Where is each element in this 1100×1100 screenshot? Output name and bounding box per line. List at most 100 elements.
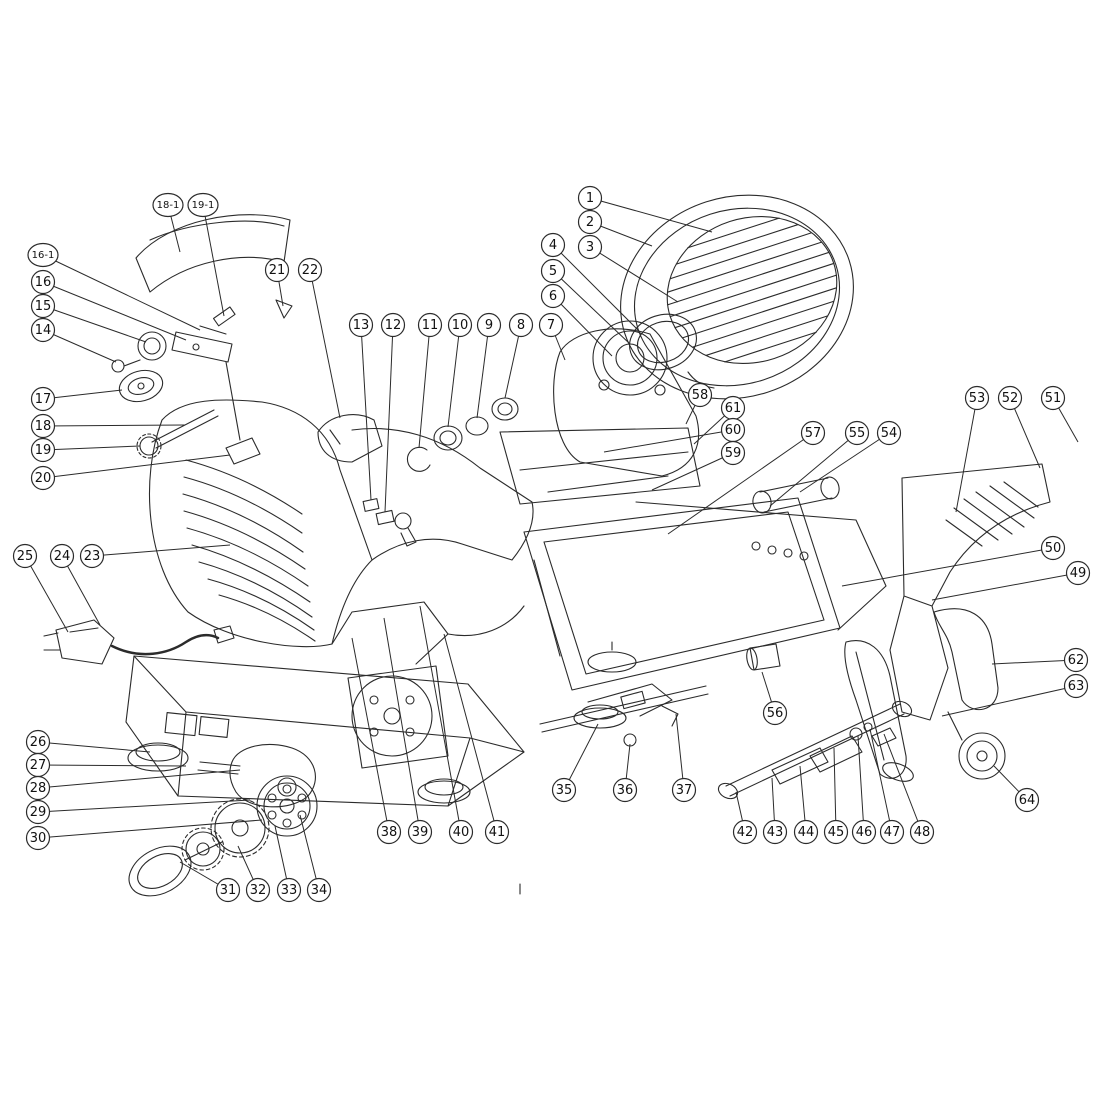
leader-line-17 <box>42 389 123 400</box>
callout-balloon-34: 34 <box>306 877 332 903</box>
fastener-parts <box>362 498 417 547</box>
main-body-part <box>149 399 534 665</box>
callout-balloon-54: 54 <box>876 420 902 446</box>
leader-line-53 <box>955 397 978 513</box>
callout-balloon-27: 27 <box>25 752 51 778</box>
leader-line-29 <box>37 799 251 813</box>
leader-line-41 <box>443 633 498 833</box>
callout-balloon-18-1: 18-1 <box>152 192 184 218</box>
callout-balloon-58: 58 <box>687 382 713 408</box>
callout-label: 24 <box>54 549 71 564</box>
callout-label: 57 <box>805 426 822 441</box>
thickness-knob-part <box>111 214 291 465</box>
callout-balloon-63: 63 <box>1063 673 1089 699</box>
leader-line-16 <box>42 281 187 341</box>
leader-line-50 <box>841 547 1054 587</box>
callout-balloon-64: 64 <box>1014 787 1040 813</box>
callout-label: 28 <box>30 781 47 796</box>
gear-set-part <box>128 775 318 897</box>
leader-line-52 <box>1009 397 1041 469</box>
callout-label: 19 <box>35 443 52 458</box>
callout-balloon-38: 38 <box>376 819 402 845</box>
callout-balloon-48: 48 <box>909 819 935 845</box>
callout-balloon-5: 5 <box>540 258 566 284</box>
callout-label: 39 <box>412 825 429 840</box>
callout-label: 34 <box>311 883 328 898</box>
callout-label: 41 <box>489 825 506 840</box>
carriage-tray-part <box>523 476 887 691</box>
pin-part <box>746 643 781 671</box>
callout-balloon-52: 52 <box>997 385 1023 411</box>
callout-balloon-62: 62 <box>1063 647 1089 673</box>
callout-label: 49 <box>1070 566 1087 581</box>
callout-label: 42 <box>737 825 754 840</box>
callout-label: 19-1 <box>192 200 215 211</box>
callout-balloon-32: 32 <box>245 877 271 903</box>
callout-label: 51 <box>1045 391 1062 406</box>
callout-label: 55 <box>849 426 866 441</box>
callout-balloon-12: 12 <box>380 312 406 338</box>
callout-balloon-26: 26 <box>25 729 51 755</box>
leader-line-12 <box>384 324 394 513</box>
callout-label: 29 <box>30 805 47 820</box>
leader-line-54 <box>799 432 890 493</box>
callout-label: 58 <box>692 388 709 403</box>
callout-label: 12 <box>385 318 402 333</box>
callout-label: 46 <box>856 825 873 840</box>
callout-label: 16 <box>35 275 52 290</box>
callout-balloon-7: 7 <box>538 312 564 338</box>
callout-balloon-46: 46 <box>851 819 877 845</box>
callout-label: 33 <box>281 883 298 898</box>
callout-balloon-56: 56 <box>762 700 788 726</box>
callout-label: 20 <box>35 471 52 486</box>
leader-line-63 <box>941 685 1077 717</box>
callout-balloon-16: 16 <box>30 269 56 295</box>
callout-label: 43 <box>767 825 784 840</box>
callout-label: 61 <box>725 401 742 416</box>
leader-line-27 <box>37 764 187 767</box>
leader-line-57 <box>667 432 814 535</box>
leader-line-3 <box>589 246 679 303</box>
leader-line-19 <box>42 445 141 451</box>
callout-balloon-44: 44 <box>793 819 819 845</box>
callout-balloon-31: 31 <box>215 877 241 903</box>
callout-label: 1 <box>586 191 594 206</box>
callout-balloon-14: 14 <box>30 317 56 343</box>
callout-label: 11 <box>422 318 439 333</box>
callout-label: 37 <box>676 783 693 798</box>
callout-balloon-19-1: 19-1 <box>187 192 219 218</box>
blade-ring-part <box>629 313 697 371</box>
callout-balloon-21: 21 <box>264 257 290 283</box>
callout-label: 35 <box>556 783 573 798</box>
callout-balloon-42: 42 <box>732 819 758 845</box>
leader-line-59 <box>651 452 734 491</box>
callout-balloon-37: 37 <box>671 777 697 803</box>
motor-housing-part <box>499 320 701 505</box>
leader-line-5 <box>552 270 631 345</box>
callout-label: 64 <box>1019 793 1036 808</box>
callout-label: 31 <box>220 883 237 898</box>
callout-label: 25 <box>17 549 34 564</box>
callout-label: 62 <box>1068 653 1085 668</box>
callout-label: 15 <box>35 299 52 314</box>
leader-line-14 <box>42 329 117 363</box>
callout-label: 47 <box>884 825 901 840</box>
leader-line-28 <box>37 769 241 789</box>
callout-label: 56 <box>767 706 784 721</box>
leader-line-11 <box>418 324 431 449</box>
callout-label: 5 <box>549 264 557 279</box>
leader-line-46 <box>857 735 865 833</box>
leader-line-25 <box>24 555 69 633</box>
callout-balloon-20: 20 <box>30 465 56 491</box>
callout-label: 10 <box>452 318 469 333</box>
callout-label: 44 <box>798 825 815 840</box>
callout-balloon-39: 39 <box>407 819 433 845</box>
leader-line-24 <box>61 555 101 626</box>
callout-label: 22 <box>302 263 319 278</box>
base-part <box>125 655 525 808</box>
callout-balloon-49: 49 <box>1065 560 1091 586</box>
callout-balloon-3: 3 <box>577 234 603 260</box>
leader-line-34 <box>299 814 320 891</box>
